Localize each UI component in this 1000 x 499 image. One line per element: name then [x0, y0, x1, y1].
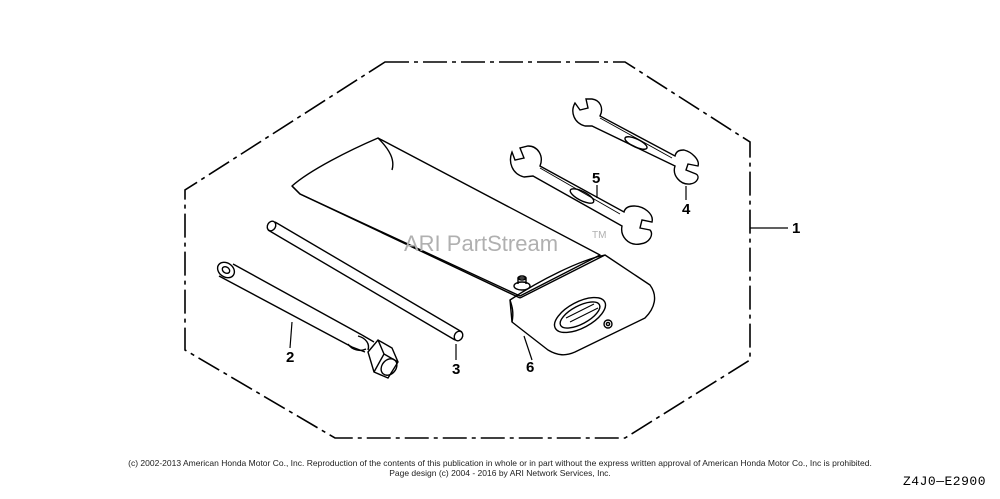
spark-plug-wrench[interactable] — [215, 259, 401, 379]
callout-4[interactable]: 4 — [682, 201, 691, 218]
watermark-tm: TM — [592, 230, 606, 241]
wrench-upper[interactable] — [572, 98, 699, 185]
copyright-line-2: Page design (c) 2004 - 2016 by ARI Netwo… — [389, 468, 611, 478]
assembly-boundary — [184, 61, 751, 439]
leader-lines — [289, 185, 788, 361]
copyright-line-1: (c) 2002-2013 American Honda Motor Co., … — [128, 458, 872, 468]
callout-2[interactable]: 2 — [286, 349, 294, 366]
callout-1[interactable]: 1 — [792, 220, 800, 237]
watermark: ARI PartStream — [404, 231, 558, 256]
diagram-code: Z4J0—E2900 — [902, 474, 986, 489]
tool-pouch[interactable] — [291, 137, 656, 356]
callout-3[interactable]: 3 — [452, 361, 460, 378]
wrench-lower[interactable] — [509, 145, 653, 245]
callout-5[interactable]: 5 — [592, 170, 600, 187]
tommy-bar[interactable] — [266, 220, 465, 343]
callout-6[interactable]: 6 — [526, 359, 534, 376]
